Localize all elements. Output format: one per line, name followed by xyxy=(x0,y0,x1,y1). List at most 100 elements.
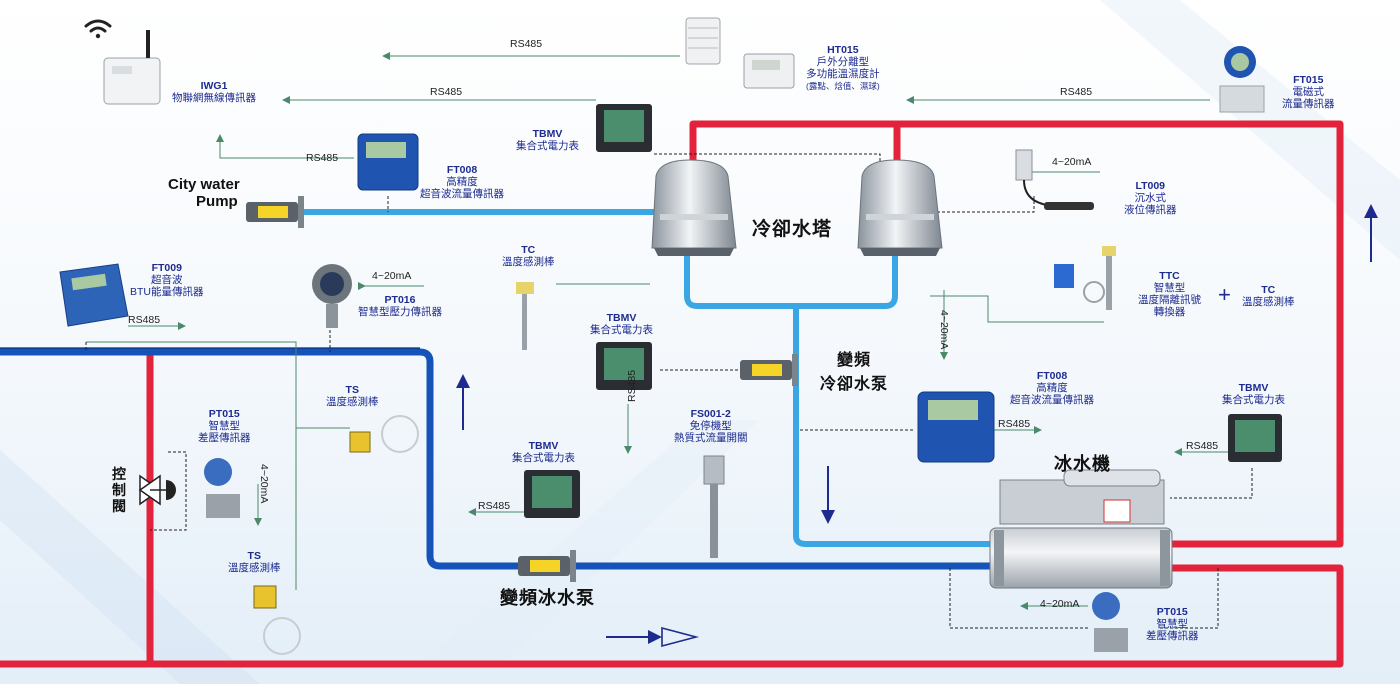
chilled-return-pipe xyxy=(0,564,1344,668)
rs485-label-tbmv-right: RS485 xyxy=(1186,440,1219,452)
fs001-label: FS001-2 免停機型 熱質式流量開關 xyxy=(674,408,748,444)
ft008-top-device xyxy=(357,133,419,191)
signal-lines xyxy=(86,52,1228,610)
ttc-device xyxy=(1054,246,1116,310)
ft009-line2: BTU能量傳訊器 xyxy=(130,286,204,298)
tbmv-mid-code: TBMV xyxy=(606,312,637,324)
tbmv-top-device xyxy=(596,104,652,152)
pt016-device xyxy=(312,264,352,328)
fs001-device xyxy=(703,455,725,558)
hot-water-pipes xyxy=(0,120,1344,668)
cooling-pump-label-line2: 冷卻水泵 xyxy=(820,376,889,393)
flow-arrows xyxy=(456,204,1378,648)
rs485-label-ft009: RS485 xyxy=(128,314,161,326)
ft009-device xyxy=(59,263,129,327)
tc-mid-code: TC xyxy=(521,244,536,256)
cooling-tower-label: 冷卻水塔 xyxy=(752,219,833,240)
iwg1-label: IWG1 物聯網無線傳訊器 xyxy=(172,80,256,104)
ts-mid-name: 溫度感測棒 xyxy=(326,396,379,408)
ts-mid-device xyxy=(349,415,419,453)
plus-sign: + xyxy=(1218,282,1231,307)
tbmv-low-label: TBMV 集合式電力表 xyxy=(512,440,575,464)
fs001-code: FS001-2 xyxy=(690,408,731,420)
control-valve-label: 控制閥 xyxy=(112,466,127,514)
pt016-name: 智慧型壓力傳訊器 xyxy=(358,306,442,318)
pt015-right-label: PT015 智慧型 差壓傳訊器 xyxy=(1146,606,1199,642)
cooling-pump-label-line1: 變頻 xyxy=(837,352,872,369)
city-pump-label-line1: City water xyxy=(168,176,240,193)
tbmv-right-code: TBMV xyxy=(1238,382,1269,394)
iwg1-gateway-device xyxy=(103,30,161,105)
tbmv-right-device xyxy=(1228,414,1282,462)
ft009-label: FT009 超音波 BTU能量傳訊器 xyxy=(130,262,204,298)
ttc-line2: 溫度隔離訊號 xyxy=(1138,294,1201,306)
ft015-device xyxy=(1219,46,1265,113)
chiller-label: 冰水機 xyxy=(1054,454,1111,474)
tc-mid-name: 溫度感測棒 xyxy=(502,256,555,268)
tc-right-label: TC 溫度感測棒 xyxy=(1242,284,1295,308)
fs001-line1: 免停機型 xyxy=(689,420,732,432)
cooling-water-pipes xyxy=(297,209,998,547)
pt015-left-device xyxy=(204,458,240,518)
rs485-label-tbmv-top: RS485 xyxy=(430,86,463,98)
ft008-mid-code: FT008 xyxy=(1036,370,1068,382)
ts-mid-code: TS xyxy=(345,384,359,396)
lt009-label: LT009 沉水式 液位傳訊器 xyxy=(1124,180,1177,216)
cooling-supply-pipe xyxy=(793,303,998,547)
tbmv-low-name: 集合式電力表 xyxy=(512,452,575,464)
ma-label-pt015-right: 4~20mA xyxy=(1040,598,1080,610)
pt015-left-label: PT015 智慧型 差壓傳訊器 xyxy=(198,408,251,444)
city-pump-label: City water Pump xyxy=(168,176,240,210)
control-valve xyxy=(138,474,176,506)
pt015-left-code: PT015 xyxy=(208,408,240,420)
ttc-code: TTC xyxy=(1159,270,1180,282)
ts-low-device xyxy=(253,585,301,655)
ft008-top-line1: 高精度 xyxy=(446,176,478,188)
tc-right-name: 溫度感測棒 xyxy=(1242,296,1295,308)
iwg1-name: 物聯網無線傳訊器 xyxy=(172,92,256,104)
rs485-label-tbmv-mid: RS485 xyxy=(626,369,638,402)
ft008-mid-line2: 超音波流量傳訊器 xyxy=(1010,394,1094,406)
pt016-label: PT016 智慧型壓力傳訊器 xyxy=(358,294,442,318)
lt009-code: LT009 xyxy=(1135,180,1166,192)
chilled-supply-pipe xyxy=(0,348,999,570)
ma-label-lt009: 4~20mA xyxy=(1052,156,1092,168)
rs485-label-tbmv-low: RS485 xyxy=(478,500,511,512)
chiller-unit xyxy=(989,469,1173,589)
pt015-right-device xyxy=(1092,592,1128,652)
wifi-icon xyxy=(84,19,112,39)
cooling-tower-left xyxy=(651,159,737,256)
chilled-water-pipes xyxy=(0,348,999,570)
tbmv-top-name: 集合式電力表 xyxy=(516,140,579,152)
ttc-line1: 智慧型 xyxy=(1153,282,1186,294)
tc-mid-label: TC 溫度感測棒 xyxy=(502,244,555,268)
tc-mid-device xyxy=(516,282,534,350)
ma-label-pt016: 4~20mA xyxy=(372,270,412,282)
lt009-device xyxy=(1015,149,1094,210)
pt015-left-line2: 差壓傳訊器 xyxy=(198,432,251,444)
lt009-line2: 液位傳訊器 xyxy=(1124,204,1177,216)
tbmv-mid-device xyxy=(596,342,652,390)
tbmv-top-label: TBMV 集合式電力表 xyxy=(516,128,579,152)
pt015-right-code: PT015 xyxy=(1156,606,1188,618)
tbmv-low-code: TBMV xyxy=(528,440,559,452)
city-pump-label-line2: Pump xyxy=(196,193,238,210)
ht015-code: HT015 xyxy=(827,44,859,56)
rs485-label-ht015: RS485 xyxy=(510,38,543,50)
tbmv-right-label: TBMV 集合式電力表 xyxy=(1222,382,1285,406)
tower-return-pipe xyxy=(689,120,1344,548)
ts-mid-label: TS 溫度感測棒 xyxy=(326,384,379,408)
ft015-top-code: FT015 xyxy=(1293,74,1324,86)
pt015-right-line1: 智慧型 xyxy=(1156,618,1189,630)
ts-low-name: 溫度感測棒 xyxy=(228,562,281,574)
rs485-label-ft015: RS485 xyxy=(1060,86,1093,98)
ht015-device xyxy=(685,17,795,89)
ft015-top-label: FT015 電磁式 流量傳訊器 xyxy=(1282,74,1335,110)
ht015-line3: (露點、焓值、濕球) xyxy=(806,81,880,91)
cooling-pump-body xyxy=(740,354,798,386)
iwg1-code: IWG1 xyxy=(200,80,228,92)
ft009-line1: 超音波 xyxy=(151,274,183,286)
